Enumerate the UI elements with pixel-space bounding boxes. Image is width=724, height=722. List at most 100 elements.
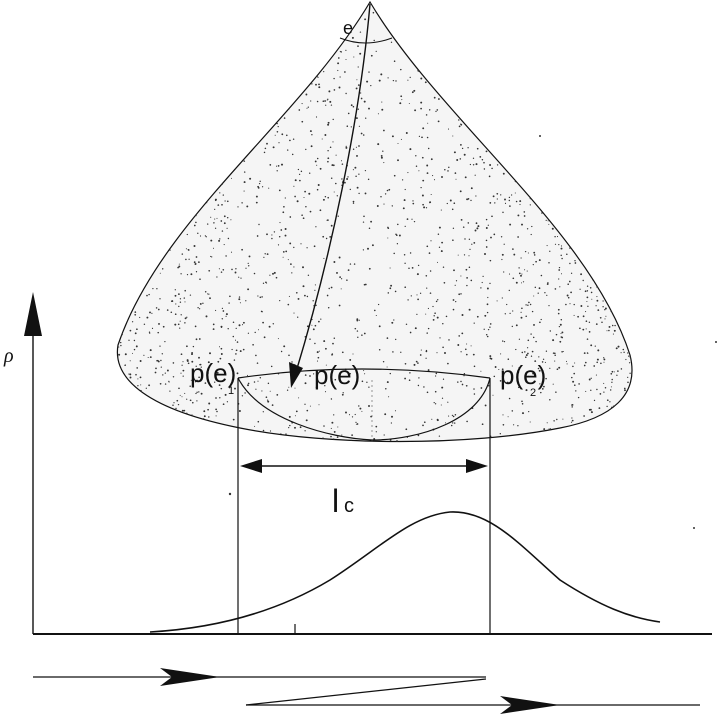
stipple-dot <box>169 199 171 201</box>
stipple-dot <box>606 251 609 254</box>
stipple-dot <box>612 24 614 26</box>
stipple-dot <box>409 148 412 151</box>
stipple-dot <box>562 88 565 91</box>
stipple-dot <box>288 386 290 388</box>
stipple-dot <box>243 160 246 162</box>
stipple-dot <box>627 310 630 313</box>
stipple-dot <box>123 435 125 437</box>
stipple-dot <box>570 85 573 87</box>
stipple-dot <box>541 82 543 84</box>
stipple-dot <box>122 177 124 180</box>
stipple-dot <box>484 253 486 255</box>
stipple-dot <box>152 187 154 189</box>
stipple-dot <box>117 387 119 389</box>
stipple-dot <box>310 100 312 102</box>
stipple-dot <box>295 50 297 52</box>
stipple-dot <box>473 242 476 244</box>
stipple-dot <box>606 405 608 408</box>
stipple-dot <box>604 100 607 103</box>
stipple-dot <box>634 6 635 7</box>
stipple-dot <box>268 106 271 109</box>
stipple-dot <box>125 58 127 61</box>
stipple-dot <box>118 182 121 184</box>
stipple-dot <box>235 327 237 330</box>
stipple-dot <box>578 232 580 234</box>
stipple-dot <box>500 194 502 196</box>
stipple-dot <box>254 331 256 334</box>
stipple-dot <box>262 411 264 413</box>
stipple-dot <box>125 428 128 430</box>
stipple-dot <box>616 440 619 442</box>
stipple-dot <box>403 254 406 256</box>
stipple-dot <box>224 4 226 6</box>
stipple-dot <box>278 189 281 192</box>
stipple-dot <box>182 369 185 372</box>
stipple-dot <box>607 91 610 94</box>
stipple-dot <box>260 74 262 76</box>
stipple-dot <box>294 387 296 389</box>
stipple-dot <box>436 316 439 319</box>
stipple-dot <box>458 113 461 116</box>
stipple-dot <box>563 198 565 200</box>
stipple-dot <box>454 87 456 89</box>
stipple-dot <box>136 227 138 230</box>
stipple-dot <box>193 12 195 14</box>
stipple-dot <box>597 245 599 247</box>
stipple-dot <box>294 195 296 198</box>
stipple-dot <box>576 232 579 234</box>
stipple-dot <box>557 211 560 214</box>
stipple-dot <box>135 373 137 376</box>
stipple-dot <box>160 366 162 368</box>
stipple-dot <box>607 209 609 211</box>
stipple-dot <box>309 130 312 133</box>
p-middle-label: p(e) <box>314 360 360 390</box>
stipple-dot <box>574 384 576 386</box>
stipple-dot <box>508 397 511 400</box>
stipple-dot <box>261 89 263 92</box>
stipple-dot <box>519 200 522 203</box>
stipple-dot <box>231 268 233 271</box>
stipple-dot <box>181 396 183 398</box>
stipple-dot <box>395 338 397 341</box>
stipple-dot <box>299 179 301 182</box>
stipple-dot <box>565 360 568 362</box>
stipple-dot <box>587 264 590 267</box>
stipple-dot <box>567 283 569 285</box>
stipple-dot <box>638 63 639 64</box>
stipple-dot <box>119 174 121 177</box>
apex-angle-label: e <box>343 18 353 38</box>
stipple-dot <box>535 165 537 167</box>
stipple-dot <box>587 59 590 62</box>
stipple-dot <box>200 366 202 368</box>
stipple-dot <box>375 431 377 433</box>
stipple-dot <box>121 17 124 19</box>
stipple-dot <box>193 102 195 104</box>
stipple-dot <box>390 7 392 9</box>
stipple-dot <box>540 318 542 321</box>
stipple-dot <box>487 328 490 331</box>
stipple-dot <box>417 264 420 267</box>
cone-outline <box>116 0 633 443</box>
stipple-dot <box>630 145 632 148</box>
stipple-dot <box>146 212 148 214</box>
stipple-dot <box>315 83 317 86</box>
stipple-dot <box>596 299 599 302</box>
stipple-dot <box>528 411 530 413</box>
stipple-dot <box>635 90 637 92</box>
stipple-dot <box>120 273 122 276</box>
stipple-dot <box>442 74 444 76</box>
stipple-dot <box>175 407 177 410</box>
stipple-dot <box>586 240 588 243</box>
stipple-dot <box>293 246 295 249</box>
stipple-dot <box>174 85 177 87</box>
stipple-dot <box>389 287 392 290</box>
stipple-dot <box>586 16 589 19</box>
stipple-dot <box>564 194 567 197</box>
stipple-dot <box>495 54 497 56</box>
stipple-dot <box>133 348 136 351</box>
stipple-dot <box>253 2 256 4</box>
stipple-dot <box>196 391 198 394</box>
stipple-dot <box>555 132 558 135</box>
stipple-dot <box>333 414 335 416</box>
stipple-dot <box>612 304 614 306</box>
